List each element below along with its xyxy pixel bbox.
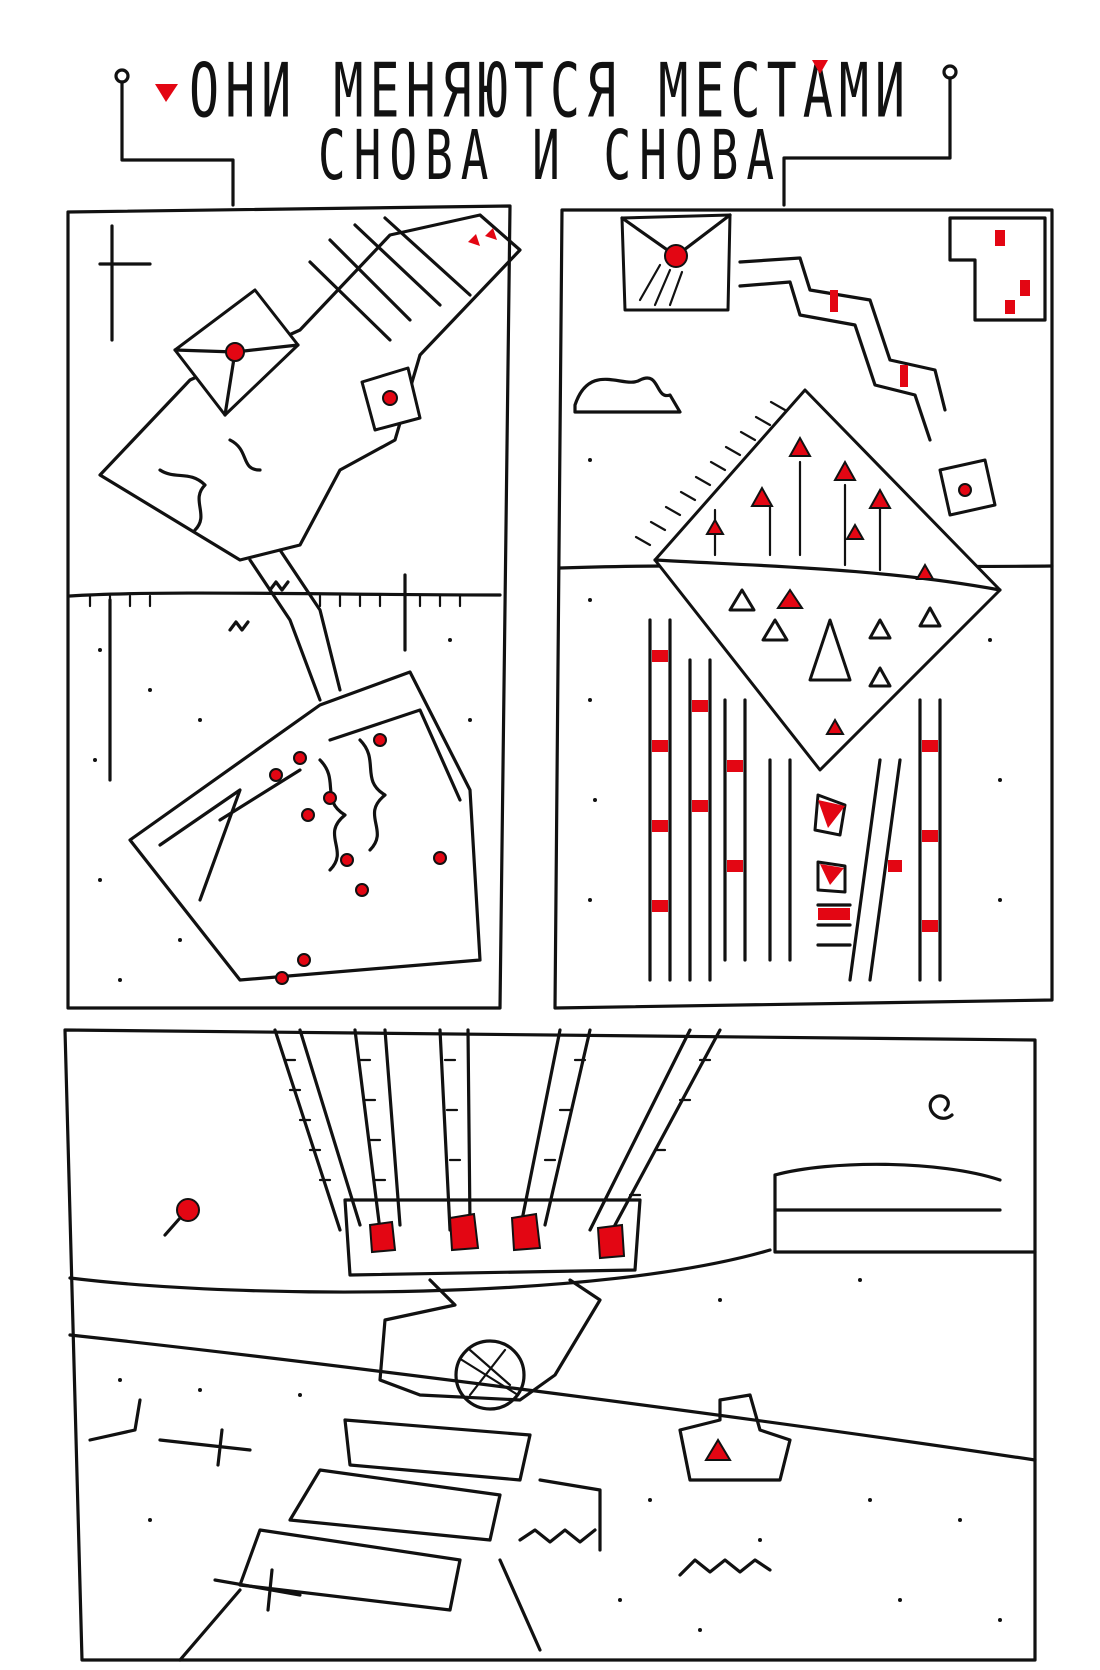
- title-line-1: ОНИ МЕНЯЮТСЯ МЕСТАМИ: [188, 47, 912, 135]
- panel-bottom: [63, 1028, 1037, 1662]
- title-line-2: СНОВА И СНОВА: [317, 114, 783, 196]
- panel-top-right: [553, 208, 1054, 1010]
- panel-top-left: [66, 204, 522, 1010]
- title-frame: [114, 60, 958, 207]
